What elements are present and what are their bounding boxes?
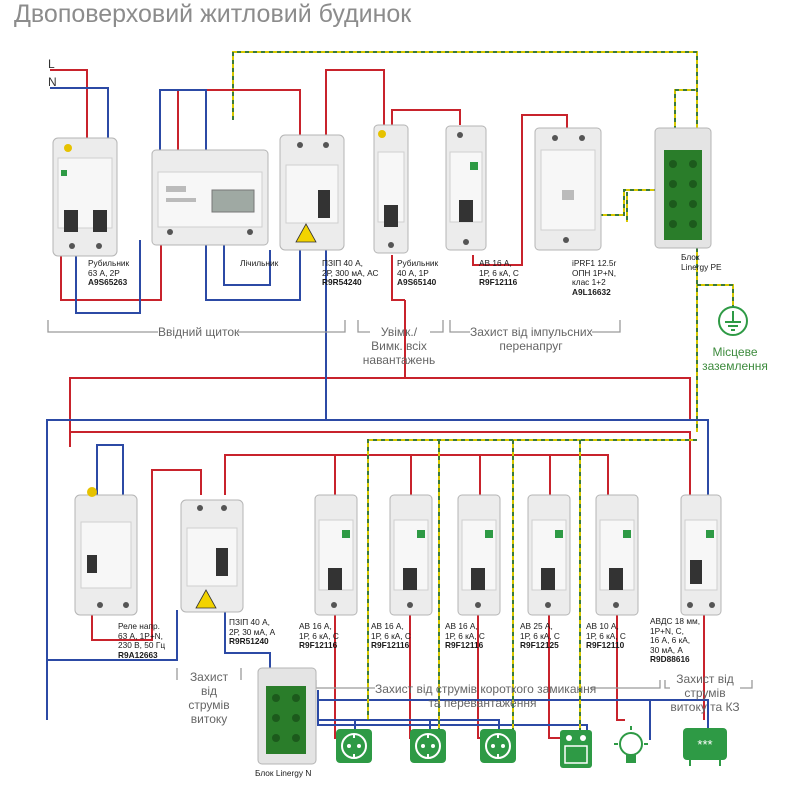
linergy-pe-block-device <box>654 127 712 249</box>
rcd-40a-30ma-device <box>180 499 244 613</box>
voltage-relay-device <box>74 487 138 616</box>
breaker-16a-2-device <box>389 494 433 616</box>
socket-icon <box>409 728 447 764</box>
socket-icon <box>479 728 517 764</box>
svg-text:***: *** <box>697 737 712 752</box>
socket-icon <box>335 728 373 764</box>
surge-protector-device <box>534 127 602 251</box>
linergy-n-block-device <box>257 667 317 765</box>
breaker-16a-3-device <box>457 494 501 616</box>
group-label-intro: Ввідний щиток <box>158 325 240 339</box>
device-label: Блок Linergy N <box>255 768 312 778</box>
group-brackets <box>47 320 753 689</box>
device-label: Лічильник <box>240 258 279 268</box>
page-title: Двоповерховий житловий будинок <box>14 0 412 28</box>
breaker-16a-top-device <box>445 125 487 251</box>
switch-40a-1p-device <box>373 124 409 254</box>
breaker-25a-device <box>527 494 571 616</box>
energy-meter-device <box>151 149 269 246</box>
line-l-label: L <box>48 57 55 71</box>
main-switch-63a-device <box>52 137 118 257</box>
lamp-icon <box>614 726 648 763</box>
line-n-label: N <box>48 75 57 89</box>
rcbo-device <box>680 494 722 616</box>
breaker-10a-device <box>595 494 639 616</box>
earth-icon <box>718 306 748 336</box>
heater-icon: *** <box>683 728 727 766</box>
pe-wire-bottom <box>367 439 697 745</box>
rcd-40a-300ma-device <box>279 134 345 251</box>
l-wire-top <box>50 69 691 447</box>
n-wire-bottom <box>47 444 709 740</box>
stove-icon <box>560 730 592 768</box>
breaker-16a-1-device <box>314 494 358 616</box>
